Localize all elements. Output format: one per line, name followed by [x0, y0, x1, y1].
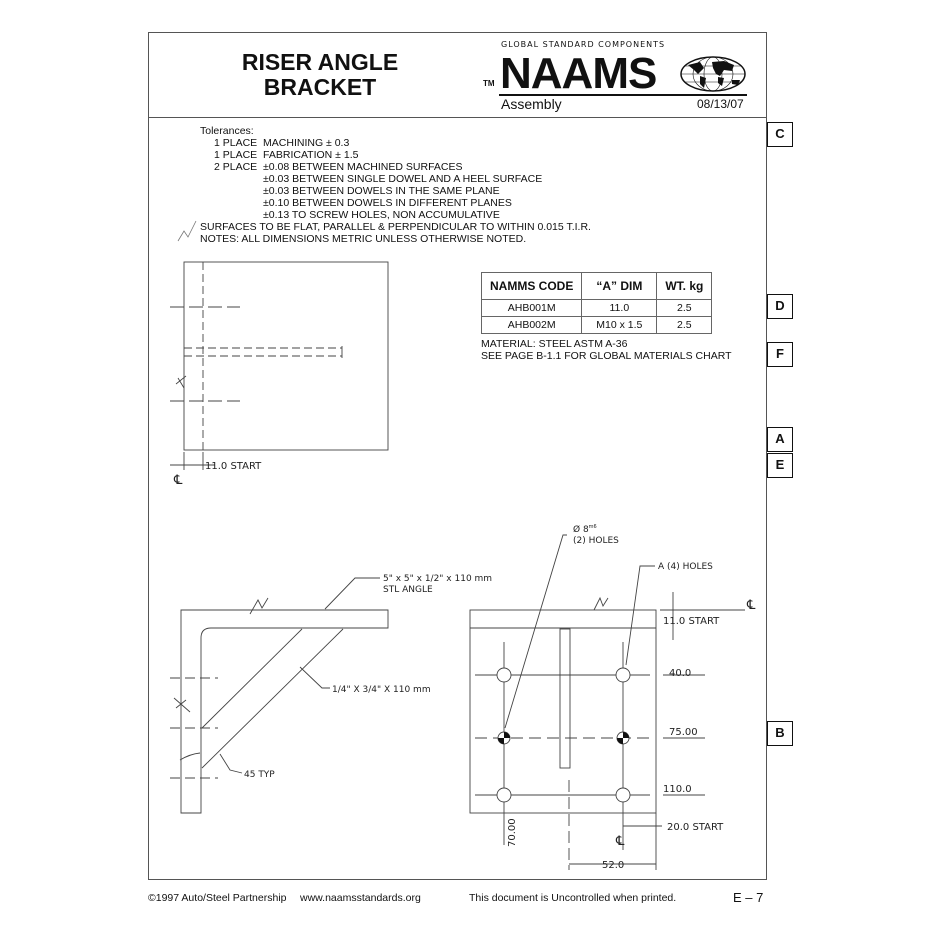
naams-logo: NAAMS: [500, 49, 657, 98]
slot: [559, 628, 571, 769]
tolerance-line: ±0.03 BETWEEN SINGLE DOWEL AND A HEEL SU…: [263, 173, 543, 185]
tolerance-line: 1 PLACE MACHINING ± 0.3: [214, 137, 350, 149]
centerline-symbol: ℄: [746, 598, 756, 613]
screw-hole: [496, 787, 512, 803]
dim-75: 75.00: [669, 727, 698, 738]
dim-70: 70.00: [507, 818, 518, 847]
dowel-label: Ø 8m6: [573, 524, 597, 535]
section-tab-d[interactable]: D: [767, 294, 793, 319]
angle-material-label: STL ANGLE: [383, 585, 433, 595]
front-view-outline: [469, 609, 657, 814]
logo-trademark: TM: [483, 79, 495, 88]
tolerance-line: 2 PLACE ±0.08 BETWEEN MACHINED SURFACES: [214, 161, 463, 173]
title-line-1: RISER ANGLE: [241, 49, 399, 75]
section-tab-a[interactable]: A: [767, 427, 793, 452]
flatness-symbol-icon: [177, 220, 197, 242]
table-header-row: NAMMS CODE “A” DIM WT. kg: [480, 272, 713, 300]
tolerance-line: ±0.13 TO SCREW HOLES, NON ACCUMULATIVE: [263, 209, 500, 221]
start-top-dim: 11.0 START: [663, 616, 720, 627]
centerline-symbol: ℄: [173, 473, 183, 488]
globe-icon: [680, 56, 746, 92]
page-frame: [148, 32, 767, 880]
dim-52: 52.0: [602, 860, 624, 871]
start-side-dim: 20.0 START: [667, 822, 724, 833]
logo-rule: [499, 94, 747, 96]
screw-hole: [615, 787, 631, 803]
holes-label: A (4) HOLES: [658, 562, 713, 572]
material-spec: MATERIAL: STEEL ASTM A-36: [481, 338, 628, 350]
gusset-label: 1/4" X 3/4" X 110 mm: [332, 685, 431, 695]
header-a-dim: “A” DIM: [581, 272, 658, 300]
hole-symbols: [496, 667, 631, 803]
website-link[interactable]: www.naamsstandards.org: [300, 892, 421, 904]
tolerance-line: ±0.03 BETWEEN DOWELS IN THE SAME PLANE: [263, 185, 500, 197]
angle-typ-label: 45 TYP: [244, 770, 275, 780]
surfaces-note: SURFACES TO BE FLAT, PARALLEL & PERPENDI…: [200, 221, 591, 233]
page-title: RISER ANGLE BRACKET: [200, 50, 440, 100]
cell-code: AHB002M: [480, 316, 583, 334]
section-tab-f[interactable]: F: [767, 342, 793, 367]
disclaimer: This document is Uncontrolled when print…: [469, 892, 677, 904]
cell-weight: 2.5: [656, 316, 713, 334]
angle-outline: [180, 609, 389, 814]
category-label: Assembly: [501, 96, 562, 112]
notes: NOTES: ALL DIMENSIONS METRIC UNLESS OTHE…: [200, 233, 527, 245]
section-tab-e[interactable]: E: [767, 453, 793, 478]
dim-110: 110.0: [663, 784, 692, 795]
section-tab-b[interactable]: B: [767, 721, 793, 746]
code-table: NAMMS CODE “A” DIM WT. kg AHB001M 11.0 2…: [480, 272, 713, 334]
tolerances-heading: Tolerances:: [200, 125, 254, 137]
centerline-symbol: ℄: [615, 834, 625, 849]
screw-hole: [496, 667, 512, 683]
title-line-2: BRACKET: [263, 74, 377, 100]
table-row: AHB002M M10 x 1.5 2.5: [480, 316, 713, 334]
screw-hole: [615, 667, 631, 683]
copyright: ©1997 Auto/Steel Partnership: [148, 892, 287, 904]
angle-size-label: 5" x 5" x 1/2" x 110 mm: [383, 574, 492, 584]
logo-tagline: GLOBAL STANDARD COMPONENTS: [501, 40, 666, 49]
header-weight: WT. kg: [656, 272, 713, 300]
tolerance-line: 1 PLACE FABRICATION ± 1.5: [214, 149, 359, 161]
material-reference: SEE PAGE B-1.1 FOR GLOBAL MATERIALS CHAR…: [481, 350, 732, 362]
top-start-dim: 11.0 START: [205, 461, 262, 472]
tolerance-line: ±0.10 BETWEEN DOWELS IN DIFFERENT PLANES: [263, 197, 512, 209]
page-number: E – 7: [733, 890, 764, 905]
dim-40: 40.0: [669, 668, 691, 679]
section-tab-c[interactable]: C: [767, 122, 793, 147]
revision-date: 08/13/07: [697, 97, 744, 111]
dowel-count: (2) HOLES: [573, 536, 619, 546]
header-divider: [148, 117, 767, 118]
